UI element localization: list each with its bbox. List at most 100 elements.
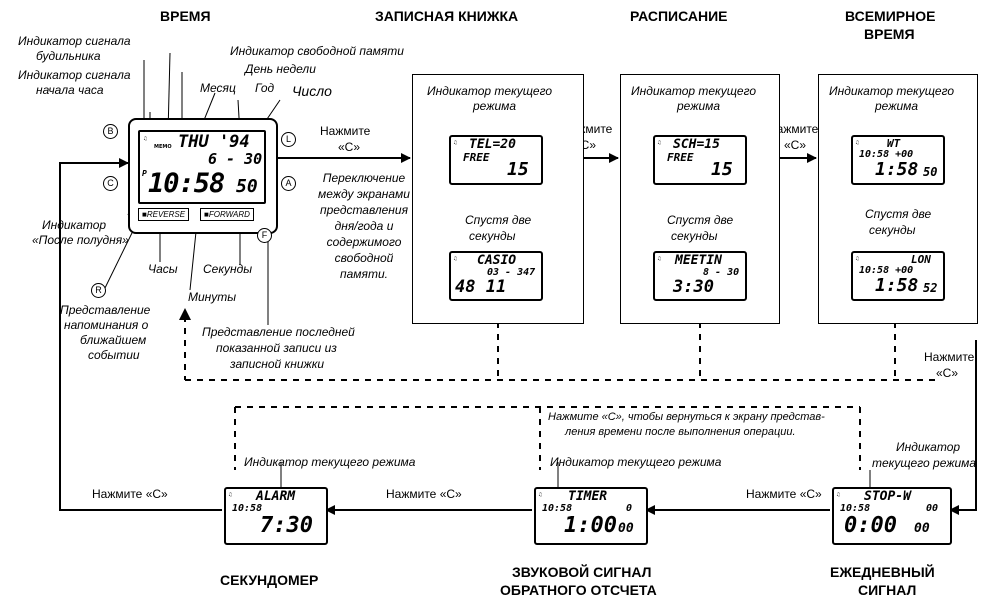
- press-c-1a: Нажмите: [320, 124, 371, 138]
- lcd-icons: ♫: [657, 256, 662, 262]
- lcd-timer-bot: 1:00: [564, 513, 617, 538]
- return-note-1: Нажмите «C», чтобы вернуться к экрану пр…: [548, 410, 825, 425]
- forward-button-label: ■FORWARD: [200, 208, 254, 221]
- notebook-two-sec-1: Спустя две: [465, 213, 532, 227]
- label-day: Число: [292, 83, 332, 99]
- label-last-record-3: записной книжки: [230, 357, 325, 371]
- header-time: ВРЕМЯ: [160, 8, 211, 24]
- mode-box-world-time: Индикатор текущего режима ♫ WT 10:58 +00…: [818, 74, 978, 324]
- lcd-schedule-meet: ♫ MEETIN 8 - 30 3:30: [653, 251, 747, 301]
- press-c-5: Нажмите «C»: [746, 487, 822, 501]
- world-two-sec-1: Спустя две: [865, 207, 932, 221]
- press-c-1b: «C»: [338, 140, 361, 154]
- label-last-record-2: показанной записи из: [216, 341, 337, 355]
- button-l[interactable]: L: [281, 132, 296, 147]
- world-mode-indicator-2: режима: [875, 99, 919, 113]
- world-mode-indicator-1: Индикатор текущего: [829, 84, 955, 98]
- button-b[interactable]: B: [103, 124, 118, 139]
- lcd-wt-sec: 50: [923, 165, 938, 179]
- lcd-lon-bot: 1:58: [875, 275, 919, 296]
- header-countdown-2: ОБРАТНОГО ОТСЧЕТА: [500, 582, 657, 598]
- stopwatch-mode-indicator: Индикатор текущего режима: [244, 455, 416, 469]
- lcd-world-lon: ♫ LON 10:58 +00 1:58 52: [851, 251, 945, 301]
- arrow-world-to-daily: [949, 340, 977, 515]
- lcd-notebook-casio: ♫ CASIO 03 - 347 48 11: [449, 251, 543, 301]
- watch-weekday-year: THU '94: [178, 132, 250, 152]
- label-reminder-4: событии: [88, 348, 140, 362]
- mode-box-notebook: Индикатор текущего режима ♫ TEL=20 FREE …: [412, 74, 584, 324]
- watch-date: 6 - 30: [208, 150, 263, 168]
- lcd-tel-mid: FREE: [463, 151, 490, 164]
- switch-line-6: свободной: [334, 251, 394, 265]
- lcd-icons: ♫: [855, 256, 860, 262]
- world-two-sec-2: секунды: [869, 223, 916, 237]
- button-a[interactable]: A: [281, 176, 296, 191]
- lcd-wt-bot: 1:58: [875, 159, 919, 180]
- watch-time-mode: ♫ MEMO THU '94 6 - 30 P 10:58 50 ■REVERS…: [128, 118, 278, 234]
- lcd-icons: ♫: [538, 492, 543, 498]
- lcd-wt-top: WT: [887, 137, 901, 150]
- lcd-stop-mid: 10:58: [840, 503, 871, 514]
- lcd-daily: ♫ STOP-W 10:58 00 0:00 00: [832, 487, 952, 545]
- notebook-mode-indicator-1: Индикатор текущего: [427, 84, 553, 98]
- lcd-lon-sec: 52: [923, 281, 938, 295]
- schedule-mode-indicator-1: Индикатор текущего: [631, 84, 757, 98]
- switch-line-5: содержимого: [326, 235, 402, 249]
- watch-lcd: ♫ MEMO THU '94 6 - 30 P 10:58 50: [138, 130, 266, 204]
- press-c-3a: Нажмите: [768, 122, 819, 136]
- lcd-casio-top: CASIO: [477, 253, 517, 268]
- lcd-alarm-mid: 10:58: [232, 503, 263, 514]
- schedule-mode-indicator-2: режима: [677, 99, 721, 113]
- lcd-icons: ♫: [836, 492, 841, 498]
- alarm-indicator-icon: ♫: [143, 136, 148, 142]
- press-c-7: Нажмите «C»: [92, 487, 168, 501]
- header-notebook: ЗАПИСНАЯ КНИЖКА: [375, 8, 519, 24]
- label-reminder-1: Представление: [60, 303, 151, 317]
- lcd-timer-sec: 00: [618, 521, 634, 536]
- lcd-stopwatch: ♫ ALARM 10:58 7:30: [224, 487, 328, 545]
- label-reminder-2: напоминания о: [64, 318, 149, 332]
- lcd-stop-bot: 0:00: [844, 513, 897, 538]
- label-pm-indicator-2: «После полудня»: [32, 233, 129, 247]
- memo-indicator: MEMO: [154, 144, 172, 150]
- button-r[interactable]: R: [91, 283, 106, 298]
- header-daily-2: СИГНАЛ: [858, 582, 917, 598]
- button-f[interactable]: F: [257, 228, 272, 243]
- arrow-stopwatch-to-time: [59, 158, 222, 511]
- lcd-wt-mid: 10:58 +00: [859, 149, 914, 160]
- lcd-countdown: ♫ TIMER 10:58 0 1:00 00: [534, 487, 648, 545]
- lcd-tel-top: TEL=20: [469, 137, 516, 152]
- return-note-2: ления времени после выполнения операции.: [565, 425, 796, 440]
- schedule-two-sec-1: Спустя две: [667, 213, 734, 227]
- lcd-alarm-bot: 7:30: [260, 513, 313, 538]
- lcd-meet-top: MEETIN: [675, 253, 722, 268]
- lcd-icons: ♫: [228, 492, 233, 498]
- daily-mode-indicator-1: Индикатор: [896, 440, 961, 454]
- header-world-time-2: ВРЕМЯ: [864, 26, 915, 42]
- mode-box-schedule: Индикатор текущего режима ♫ SCH=15 FREE …: [620, 74, 780, 324]
- dashed-return-lines: [184, 316, 935, 470]
- label-alarm-indicator-1: Индикатор сигнала: [18, 34, 131, 48]
- lcd-tel-bot: 15: [507, 159, 529, 180]
- switch-description: Переключение между экранами представлени…: [318, 170, 410, 282]
- header-world-time-1: ВСЕМИРНОЕ: [845, 8, 936, 24]
- press-c-4b: «C»: [936, 366, 959, 380]
- label-minutes: Минуты: [188, 290, 237, 304]
- lcd-sch-mid: FREE: [667, 151, 694, 164]
- label-hours: Часы: [148, 262, 178, 276]
- switch-line-2: между экранами: [318, 187, 410, 201]
- label-free-memory-indicator: Индикатор свободной памяти: [230, 44, 404, 58]
- button-c[interactable]: C: [103, 176, 118, 191]
- label-alarm-indicator-2: будильника: [36, 49, 101, 63]
- lcd-sch-top: SCH=15: [673, 137, 720, 152]
- switch-line-1: Переключение: [322, 171, 406, 185]
- daily-mode-indicator-2: текущего режима: [872, 456, 977, 470]
- label-seconds: Секунды: [203, 262, 253, 276]
- switch-line-4: дня/года и: [334, 219, 394, 233]
- reverse-button-label: ■REVERSE: [138, 208, 190, 221]
- lcd-icons: ♫: [453, 256, 458, 262]
- header-daily-1: ЕЖЕДНЕВНЫЙ: [830, 564, 935, 580]
- lcd-casio-mid: 03 - 347: [487, 267, 536, 278]
- lcd-lon-top: LON: [911, 253, 931, 266]
- lcd-meet-mid: 8 - 30: [703, 267, 740, 278]
